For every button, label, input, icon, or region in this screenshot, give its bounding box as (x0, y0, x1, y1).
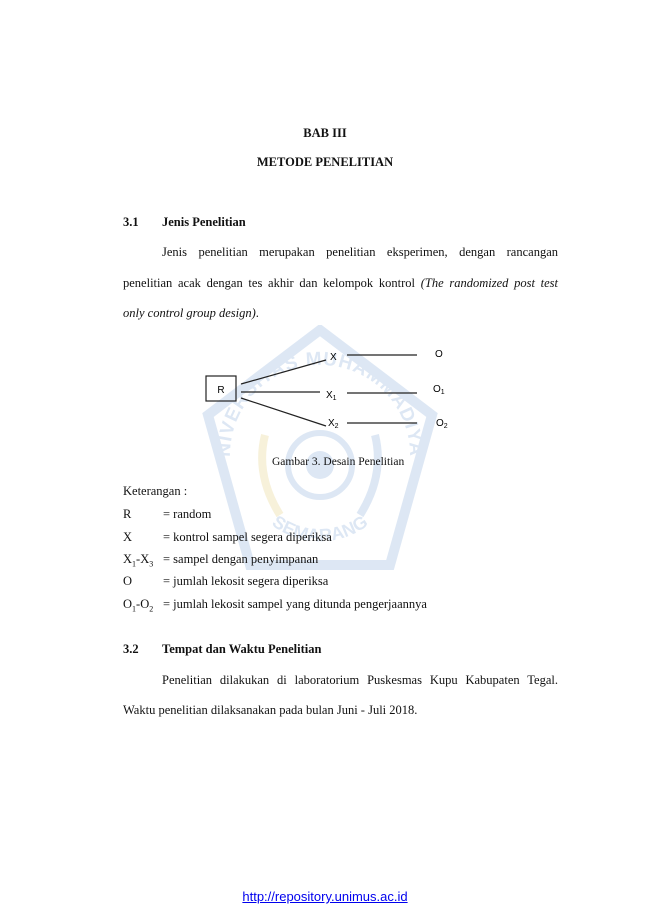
section-3-1-line-3: only control group design). (123, 306, 259, 321)
section-3-1-line-2-text: penelitian acak dengan tes akhir dan kel… (123, 276, 415, 290)
o-label: O (435, 349, 443, 360)
legend-title: Keterangan : (123, 484, 188, 498)
legend-description: = random (163, 507, 212, 521)
legend-description: = jumlah lekosit sampel yang ditunda pen… (163, 597, 427, 611)
legend-item: R = random (123, 507, 211, 524)
section-3-2-line-2: Waktu penelitian dilaksanakan pada bulan… (123, 703, 418, 717)
section-3-1-line-2: penelitian acak dengan tes akhir dan kel… (123, 276, 558, 291)
legend-item: O = jumlah lekosit segera diperiksa (123, 574, 328, 591)
legend-symbol: O (123, 574, 133, 588)
x1-label: X1 (326, 390, 337, 402)
section-3-1-line-2-italic: (The randomized post test (420, 276, 558, 290)
section-3-1-heading: Jenis Penelitian (162, 215, 246, 229)
chapter-title: METODE PENELITIAN (256, 155, 394, 169)
legend-description: = kontrol sampel segera diperiksa (163, 530, 332, 544)
o2-label: O2 (436, 418, 448, 430)
legend-description: = jumlah lekosit segera diperiksa (163, 574, 329, 588)
r-label: R (217, 385, 224, 396)
section-3-1-line-3-italic: only control group design) (123, 306, 256, 320)
legend-symbol: X (123, 530, 133, 544)
repository-link[interactable]: http://repository.unimus.ac.id (242, 889, 408, 904)
research-design-diagram: R X X1 X2 O O1 O2 (205, 349, 448, 430)
legend-symbol: R (123, 507, 132, 521)
legend-item: X = kontrol sampel segera diperiksa (123, 530, 332, 547)
arrow-to-x (240, 359, 327, 385)
legend-symbol: X1-X3 (123, 552, 154, 569)
x-label: X (330, 352, 337, 363)
section-3-2-heading: Tempat dan Waktu Penelitian (162, 642, 322, 656)
legend-symbol: O1-O2 (123, 597, 154, 614)
section-3-2-number: 3.2 (123, 642, 139, 656)
arrow-to-x2 (240, 397, 327, 427)
o1-label: O1 (433, 384, 445, 396)
footer: http://repository.unimus.ac.id (0, 889, 650, 905)
section-3-1-line-1: Jenis penelitian merupakan penelitian ek… (162, 245, 558, 259)
legend-description: = sampel dengan penyimpanan (163, 552, 319, 566)
chapter-number: BAB III (303, 126, 347, 140)
r-box (205, 375, 237, 402)
university-watermark-logo: UNIVERSITAS MUHAMMADIYAH SEMARANG (200, 325, 438, 570)
x2-label: X2 (328, 418, 339, 430)
diagram-caption: Gambar 3. Desain Penelitian (272, 456, 405, 468)
section-3-1-line-3-end: . (255, 306, 259, 320)
legend-item: X1-X3 = sampel dengan penyimpanan (123, 552, 318, 569)
legend-item: O1-O2 = jumlah lekosit sampel yang ditund… (123, 597, 427, 614)
section-3-2-line-1: Penelitian dilakukan di laboratorium Pus… (162, 673, 558, 687)
section-3-1-number: 3.1 (123, 215, 139, 229)
